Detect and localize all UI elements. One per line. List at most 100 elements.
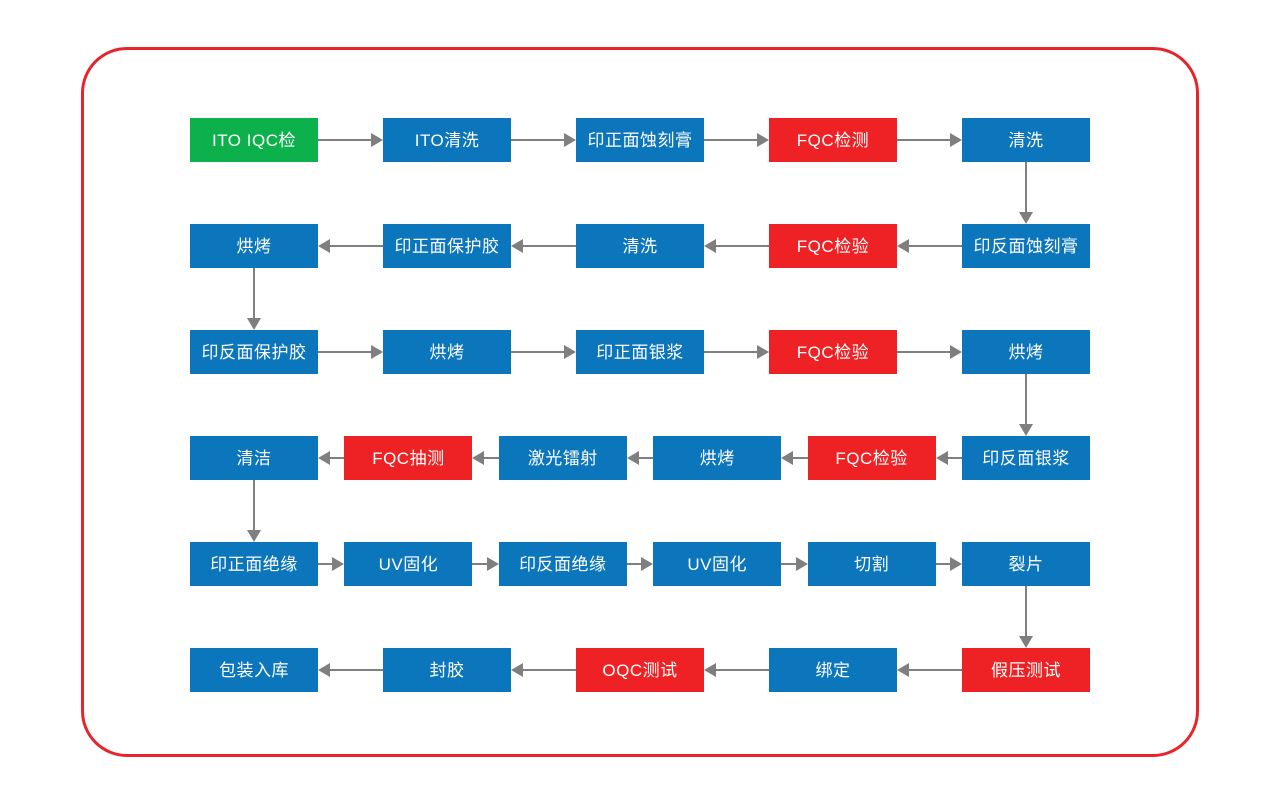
arrow-line <box>945 457 963 459</box>
flow-node-bonding: 绑定 <box>769 648 897 692</box>
flow-arrow <box>626 542 654 586</box>
flow-arrow <box>704 224 769 268</box>
flow-node-bake: 烘烤 <box>653 436 782 480</box>
arrowhead-down-icon <box>247 318 261 330</box>
flow-node-uv-cure: UV固化 <box>653 542 782 586</box>
flow-node-clean: 清洗 <box>576 224 704 268</box>
arrow-line <box>714 669 769 671</box>
arrow-line <box>704 351 759 353</box>
flow-arrow <box>897 648 962 692</box>
flow-row-5: 印正面绝缘 UV固化 印反面绝缘 UV固化 切割 裂片 <box>190 542 1091 586</box>
arrowhead-left-icon <box>704 239 716 253</box>
arrowhead-right-icon <box>757 133 769 147</box>
flow-arrow <box>511 648 576 692</box>
arrow-down <box>1019 162 1033 224</box>
arrowhead-left-icon <box>897 663 909 677</box>
arrowhead-left-icon <box>318 663 330 677</box>
arrow-line <box>1025 586 1027 637</box>
arrow-line <box>626 563 644 565</box>
flow-arrow <box>318 436 345 480</box>
arrow-line <box>1025 374 1027 425</box>
flow-arrow <box>897 330 962 374</box>
arrowhead-left-icon <box>511 663 523 677</box>
flow-arrow <box>318 224 383 268</box>
flow-arrow <box>511 118 576 162</box>
flow-node-print-back-silver: 印反面银浆 <box>962 436 1091 480</box>
flow-node-ito-iqc: ITO IQC检 <box>190 118 318 162</box>
flow-node-cleaning: 清洁 <box>190 436 318 480</box>
arrow-line <box>318 563 335 565</box>
arrow-line <box>253 480 255 531</box>
flow-node-print-back-etch: 印反面蚀刻膏 <box>962 224 1090 268</box>
flow-arrow <box>511 224 576 268</box>
arrowhead-down-icon <box>247 530 261 542</box>
arrow-line <box>935 563 953 565</box>
flow-node-print-back-protect: 印反面保护胶 <box>190 330 318 374</box>
arrow-line <box>781 563 798 565</box>
arrowhead-right-icon <box>950 345 962 359</box>
arrowhead-right-icon <box>332 557 345 571</box>
flow-arrow <box>472 436 499 480</box>
flow-arrow <box>897 118 962 162</box>
arrowhead-right-icon <box>641 557 654 571</box>
flow-node-bake: 烘烤 <box>190 224 318 268</box>
arrow-line <box>714 245 769 247</box>
flow-node-cutting: 切割 <box>807 542 936 586</box>
flow-row-3: 印反面保护胶 烘烤 印正面银浆 FQC检验 烘烤 <box>190 330 1090 374</box>
arrowhead-left-icon <box>626 451 639 465</box>
flow-arrow <box>935 542 963 586</box>
flow-row-2: 烘烤 印正面保护胶 清洗 FQC检验 印反面蚀刻膏 <box>190 224 1090 268</box>
flow-node-print-back-insulation: 印反面绝缘 <box>498 542 627 586</box>
arrow-line <box>521 669 576 671</box>
flow-node-uv-cure: UV固化 <box>344 542 473 586</box>
arrow-down <box>1019 374 1033 436</box>
arrow-down <box>1019 586 1033 648</box>
arrow-line <box>897 351 952 353</box>
arrow-line <box>897 139 952 141</box>
flow-node-splitting: 裂片 <box>962 542 1091 586</box>
flow-arrow <box>626 436 654 480</box>
flow-arrow <box>318 542 345 586</box>
flow-node-bake: 烘烤 <box>962 330 1090 374</box>
arrowhead-left-icon <box>897 239 909 253</box>
arrowhead-down-icon <box>1019 636 1033 648</box>
arrowhead-right-icon <box>950 557 963 571</box>
arrowhead-right-icon <box>564 345 576 359</box>
arrowhead-left-icon <box>318 239 330 253</box>
arrow-line <box>328 245 383 247</box>
arrowhead-right-icon <box>564 133 576 147</box>
arrowhead-right-icon <box>950 133 962 147</box>
flow-arrow <box>704 648 769 692</box>
arrow-down <box>247 480 261 542</box>
border-frame <box>81 47 1199 757</box>
flow-node-fqc-test: FQC检测 <box>769 118 897 162</box>
arrowhead-right-icon <box>371 133 383 147</box>
flow-node-oqc-test: OQC测试 <box>576 648 704 692</box>
flow-row-1: ITO IQC检 ITO清洗 印正面蚀刻膏 FQC检测 清洗 <box>190 118 1090 162</box>
flow-arrow <box>472 542 499 586</box>
flow-node-print-front-etch: 印正面蚀刻膏 <box>576 118 704 162</box>
arrowhead-left-icon <box>704 663 716 677</box>
flow-node-sealing: 封胶 <box>383 648 511 692</box>
flow-node-packing: 包装入库 <box>190 648 318 692</box>
arrow-down <box>247 268 261 330</box>
arrow-line <box>328 457 345 459</box>
flow-arrow <box>318 118 383 162</box>
flow-node-print-front-silver: 印正面银浆 <box>576 330 704 374</box>
arrowhead-right-icon <box>757 345 769 359</box>
arrowhead-left-icon <box>781 451 794 465</box>
flow-row-6: 包装入库 封胶 OQC测试 绑定 假压测试 <box>190 648 1090 692</box>
arrow-line <box>1025 162 1027 213</box>
arrowhead-left-icon <box>935 451 948 465</box>
arrow-line <box>328 669 383 671</box>
flow-arrow <box>781 542 808 586</box>
arrowhead-down-icon <box>1019 212 1033 224</box>
arrowhead-right-icon <box>486 557 499 571</box>
arrowhead-right-icon <box>371 345 383 359</box>
arrowhead-left-icon <box>472 451 485 465</box>
arrowhead-left-icon <box>318 451 330 465</box>
flow-node-clean: 清洗 <box>962 118 1090 162</box>
flow-node-pressure-test: 假压测试 <box>962 648 1090 692</box>
arrowhead-down-icon <box>1019 424 1033 436</box>
